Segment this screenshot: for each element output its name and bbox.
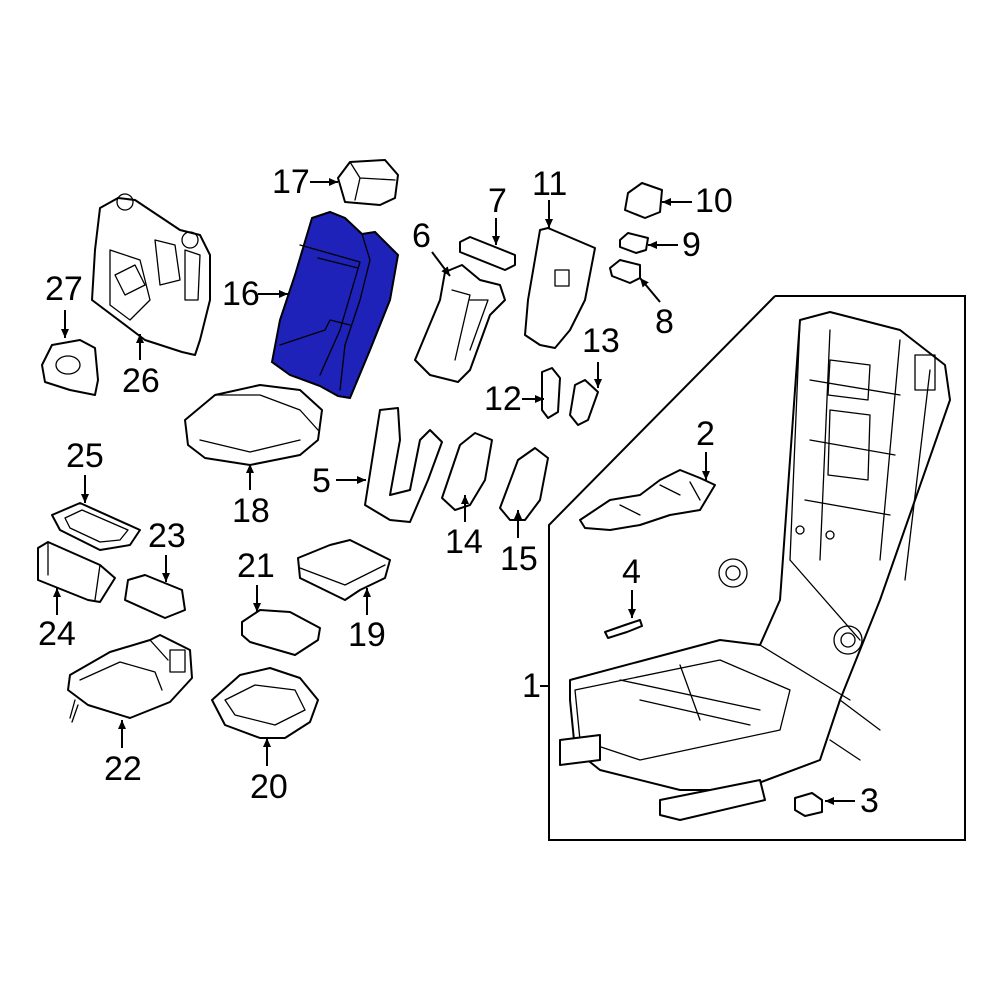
leader-8 bbox=[639, 277, 661, 303]
strip-part-7[interactable] bbox=[459, 236, 516, 271]
trim-panel-part-6[interactable] bbox=[414, 264, 506, 383]
callout-10: 10 bbox=[695, 182, 733, 220]
callout-16: 16 bbox=[222, 275, 260, 313]
seat-cushion-part-18[interactable] bbox=[184, 384, 323, 466]
pad-part-19[interactable] bbox=[297, 539, 391, 601]
back-frame-part-26[interactable] bbox=[91, 193, 211, 356]
callout-24: 24 bbox=[38, 615, 76, 653]
callout-5: 5 bbox=[312, 462, 331, 500]
callout-18: 18 bbox=[232, 492, 270, 530]
callout-3: 3 bbox=[860, 782, 879, 820]
callout-6: 6 bbox=[412, 217, 431, 255]
callout-22: 22 bbox=[104, 750, 142, 788]
callout-9: 9 bbox=[682, 226, 701, 264]
trim-part-13[interactable] bbox=[569, 379, 599, 426]
bezel-part-25[interactable] bbox=[51, 502, 141, 551]
bracket-part-2[interactable] bbox=[579, 469, 716, 531]
trim-part-14[interactable] bbox=[441, 432, 493, 511]
callout-23: 23 bbox=[148, 517, 186, 555]
bracket-part-23[interactable] bbox=[124, 574, 186, 619]
callout-8: 8 bbox=[655, 303, 674, 341]
callout-26: 26 bbox=[122, 362, 160, 400]
callout-1: 1 bbox=[522, 667, 541, 705]
trim-part-12[interactable] bbox=[541, 367, 561, 419]
clip-part-8[interactable] bbox=[609, 259, 641, 284]
callout-20: 20 bbox=[250, 768, 288, 806]
armrest-part-22[interactable] bbox=[67, 634, 193, 723]
side-trim-part-5[interactable] bbox=[364, 407, 443, 523]
callout-2: 2 bbox=[696, 415, 715, 453]
callout-17: 17 bbox=[272, 163, 310, 201]
callout-7: 7 bbox=[488, 182, 507, 220]
seat-frame-box bbox=[548, 295, 966, 841]
callout-4: 4 bbox=[622, 553, 641, 591]
switch-part-27[interactable] bbox=[41, 339, 99, 396]
callout-25: 25 bbox=[66, 437, 104, 475]
cushion-part-20[interactable] bbox=[211, 667, 319, 739]
callout-13: 13 bbox=[582, 322, 620, 360]
seat-frame-part[interactable] bbox=[559, 311, 951, 821]
callout-12: 12 bbox=[484, 380, 522, 418]
tray-part-24[interactable] bbox=[37, 541, 116, 603]
cap-part-10[interactable] bbox=[624, 182, 663, 219]
leader-6 bbox=[431, 251, 451, 277]
seat-frame-group bbox=[548, 295, 966, 841]
callout-27: 27 bbox=[45, 270, 83, 308]
callout-19: 19 bbox=[348, 616, 386, 654]
pad-part-21[interactable] bbox=[241, 609, 321, 656]
clip-part-4[interactable] bbox=[604, 619, 643, 639]
callout-labels: 17 16 27 26 18 6 7 11 10 9 8 13 12 5 14 … bbox=[38, 163, 879, 820]
callout-15: 15 bbox=[500, 540, 538, 578]
backrest-cover-highlight bbox=[270, 210, 400, 400]
callout-11: 11 bbox=[532, 165, 567, 203]
callout-14: 14 bbox=[445, 523, 483, 561]
trim-part-15[interactable] bbox=[499, 447, 549, 521]
panel-part-11[interactable] bbox=[524, 227, 596, 349]
clip-part-9[interactable] bbox=[619, 232, 649, 254]
callout-21: 21 bbox=[237, 547, 275, 585]
bracket-part-3[interactable] bbox=[794, 792, 823, 817]
headrest-part-17[interactable] bbox=[337, 159, 399, 206]
backrest-cover-part-16[interactable] bbox=[270, 210, 400, 400]
